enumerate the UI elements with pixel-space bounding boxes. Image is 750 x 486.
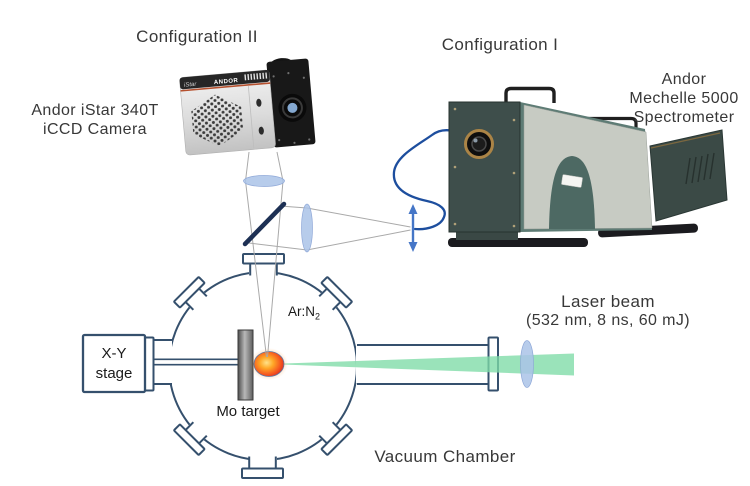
chamber-port-ne xyxy=(318,276,353,311)
camera-name-line1: Andor iStar 340T xyxy=(31,102,159,119)
detector-accent xyxy=(650,132,721,149)
spectrometer-photo xyxy=(448,86,728,247)
flip-mirror xyxy=(242,201,287,247)
camera-name-line2: iCCD Camera xyxy=(43,120,147,138)
spectrometer-detector-unit xyxy=(649,129,728,222)
mo-target-label: Mo target xyxy=(216,403,280,420)
camera-knob xyxy=(256,98,262,107)
laser-beam-label: Laser beam (532 nm, 8 ns, 60 mJ) xyxy=(526,292,690,331)
spectrometer-foot xyxy=(448,238,588,247)
xy-stage-line2: stage xyxy=(95,364,133,382)
spectrometer-name-line3: Spectrometer xyxy=(633,108,735,126)
xy-stage-label: X-Y stage xyxy=(96,344,133,383)
gas-main: Ar:N xyxy=(288,304,315,319)
camera-lens-window xyxy=(287,102,298,113)
spectrometer-name-line2: Mechelle 5000 xyxy=(629,89,739,107)
stage-port xyxy=(144,336,172,392)
camera-lens xyxy=(243,175,285,187)
laser-beam-line1: Laser beam xyxy=(561,292,655,311)
chamber-port-se xyxy=(318,421,353,456)
spectrometer-name-label: Andor Mechelle 5000 Spectrometer xyxy=(629,71,738,128)
spectrometer-front-panel xyxy=(448,101,521,233)
xy-stage-box xyxy=(81,333,147,394)
optical-fiber xyxy=(392,129,479,231)
camera-accent-line xyxy=(180,82,271,92)
port-highlight xyxy=(473,138,478,143)
iccd-camera-photo: iStar ANDOR xyxy=(179,58,316,156)
fiber-translation-arrow xyxy=(408,204,418,252)
plasma-plume xyxy=(253,351,285,377)
panel-screws xyxy=(453,107,516,228)
spectrometer-foot xyxy=(598,223,698,238)
spectrometer-label-sticker xyxy=(561,174,583,188)
camera-screws xyxy=(272,71,311,144)
camera-vent-slots xyxy=(244,72,268,81)
chamber-port-nw xyxy=(173,276,208,311)
camera-lens-ring xyxy=(281,97,303,119)
gas-subscript: 2 xyxy=(315,311,321,322)
gas-label: Ar:N2 xyxy=(288,304,320,322)
camera-seam xyxy=(247,85,255,149)
configuration-ii-label: Configuration II xyxy=(136,27,258,46)
spectrometer-name-line1: Andor xyxy=(661,71,707,88)
camera-series-marking: iStar xyxy=(184,82,198,89)
laser-beam xyxy=(269,353,574,376)
chamber-port-sw xyxy=(173,421,208,456)
chamber-port-bottom xyxy=(241,456,284,479)
detector-vent xyxy=(685,152,715,185)
camera-top-strip xyxy=(179,70,270,90)
laser-beam-line2: (532 nm, 8 ns, 60 mJ) xyxy=(525,312,691,330)
camera-brand-marking: ANDOR xyxy=(214,78,239,86)
camera-name-label: Andor iStar 340T iCCD Camera xyxy=(31,102,158,140)
xy-stage-line1: X-Y xyxy=(101,345,127,362)
camera-knob xyxy=(258,126,264,135)
spectrometer-handle xyxy=(504,86,556,103)
vacuum-chamber-label: Vacuum Chamber xyxy=(374,447,516,466)
camera-hex-vent xyxy=(191,94,244,147)
spectrometer-arch xyxy=(549,156,595,229)
fiber-coupling-lens xyxy=(301,203,313,253)
laser-focusing-lens xyxy=(520,340,534,388)
configuration-i-label: Configuration I xyxy=(441,35,559,54)
